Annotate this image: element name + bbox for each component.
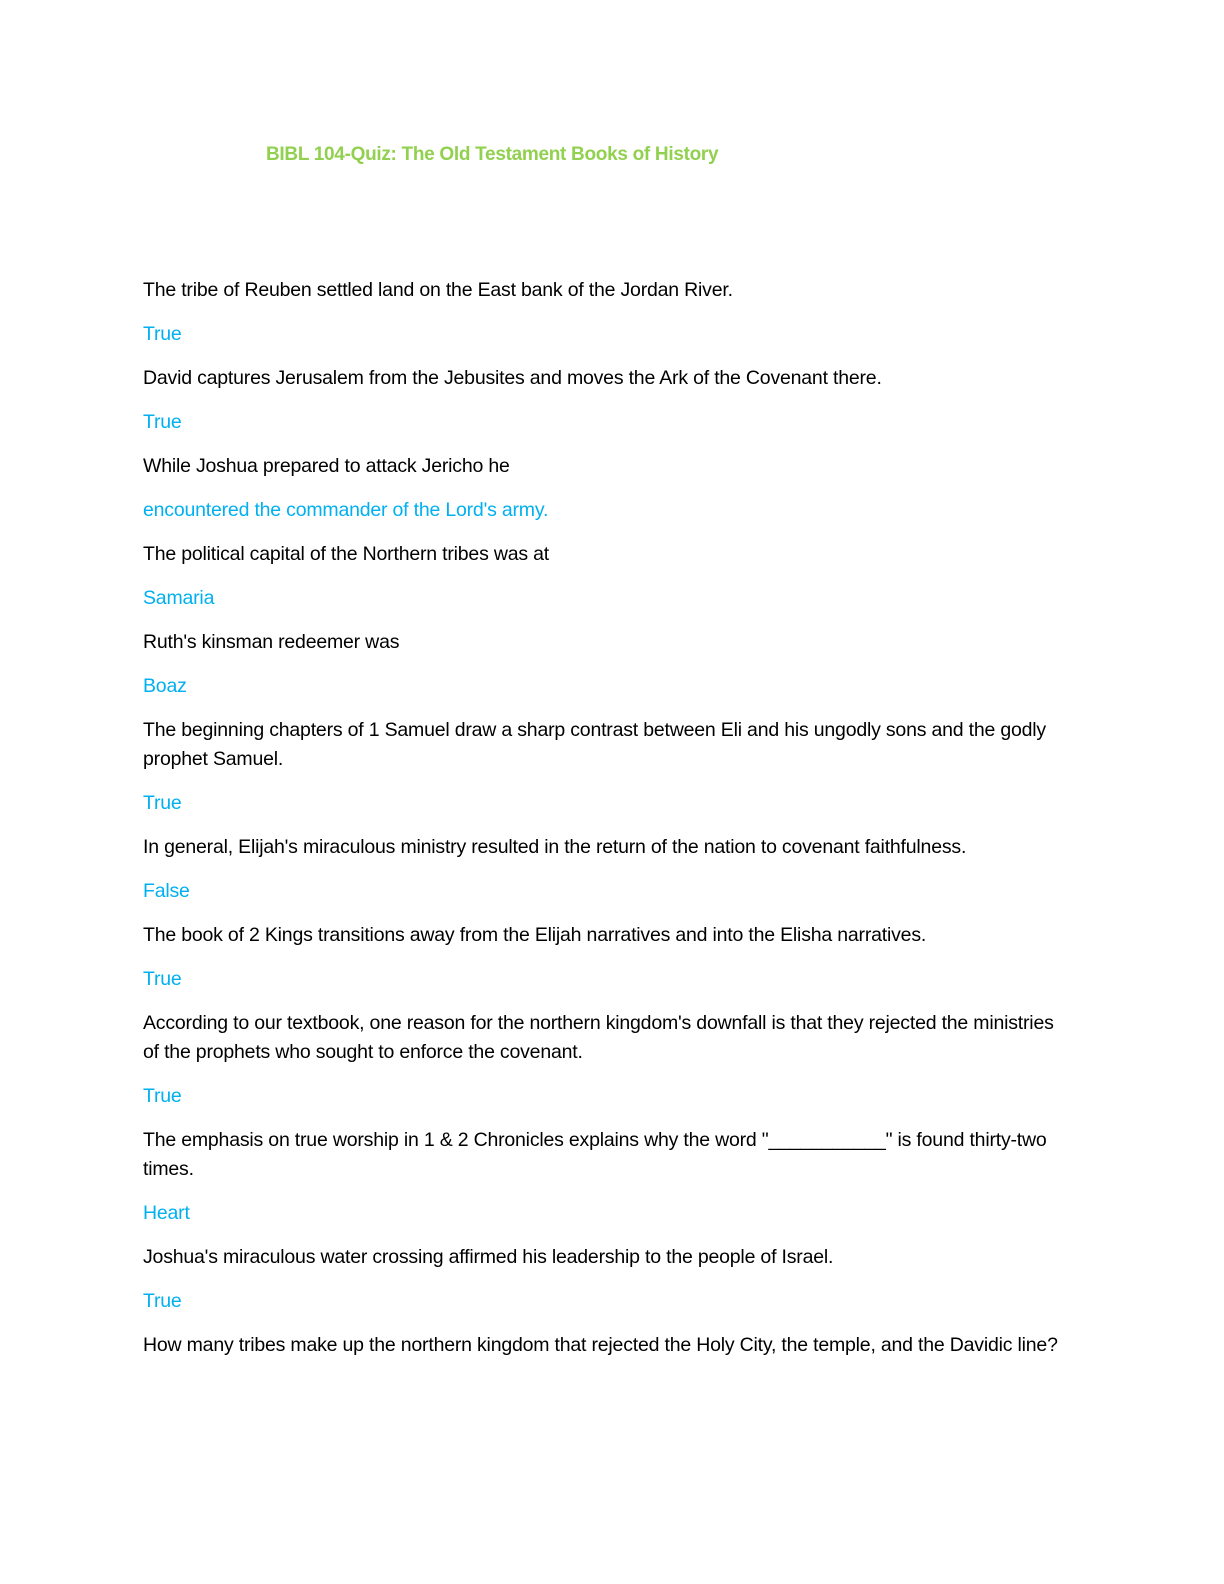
- qa-item: Joshua's miraculous water crossing affir…: [143, 1243, 1073, 1316]
- answer-text: Heart: [143, 1202, 190, 1224]
- question-text: The emphasis on true worship in 1 & 2 Ch…: [143, 1129, 1047, 1180]
- qa-item: While Joshua prepared to attack Jericho …: [143, 452, 1073, 525]
- qa-item: In general, Elijah's miraculous ministry…: [143, 833, 1073, 906]
- qa-item: How many tribes make up the northern kin…: [143, 1331, 1073, 1360]
- question-text: Joshua's miraculous water crossing affir…: [143, 1246, 834, 1268]
- qa-item: The political capital of the Northern tr…: [143, 540, 1073, 613]
- question-text: Ruth's kinsman redeemer was: [143, 631, 400, 653]
- question-text: While Joshua prepared to attack Jericho …: [143, 455, 510, 477]
- answer-text: encountered the commander of the Lord's …: [143, 499, 549, 521]
- qa-item: The emphasis on true worship in 1 & 2 Ch…: [143, 1126, 1073, 1228]
- answer-text: False: [143, 880, 190, 902]
- question-text: The tribe of Reuben settled land on the …: [143, 279, 733, 301]
- answer-text: True: [143, 1290, 182, 1312]
- question-list: The tribe of Reuben settled land on the …: [143, 276, 1073, 1375]
- qa-item: According to our textbook, one reason fo…: [143, 1009, 1073, 1111]
- quiz-title: BIBL 104-Quiz: The Old Testament Books o…: [266, 144, 719, 165]
- answer-text: True: [143, 323, 182, 345]
- answer-text: True: [143, 792, 182, 814]
- answer-text: True: [143, 411, 182, 433]
- question-text: According to our textbook, one reason fo…: [143, 1012, 1054, 1063]
- answer-text: True: [143, 968, 182, 990]
- question-text: How many tribes make up the northern kin…: [143, 1334, 1058, 1356]
- qa-item: The beginning chapters of 1 Samuel draw …: [143, 716, 1073, 818]
- question-text: The book of 2 Kings transitions away fro…: [143, 924, 927, 946]
- answer-text: True: [143, 1085, 182, 1107]
- question-text: The political capital of the Northern tr…: [143, 543, 550, 565]
- answer-text: Samaria: [143, 587, 215, 609]
- question-text: The beginning chapters of 1 Samuel draw …: [143, 719, 1046, 770]
- answer-text: Boaz: [143, 675, 187, 697]
- question-text: In general, Elijah's miraculous ministry…: [143, 836, 967, 858]
- qa-item: The book of 2 Kings transitions away fro…: [143, 921, 1073, 994]
- qa-item: David captures Jerusalem from the Jebusi…: [143, 364, 1073, 437]
- qa-item: The tribe of Reuben settled land on the …: [143, 276, 1073, 349]
- question-text: David captures Jerusalem from the Jebusi…: [143, 367, 882, 389]
- qa-item: Ruth's kinsman redeemer was Boaz: [143, 628, 1073, 701]
